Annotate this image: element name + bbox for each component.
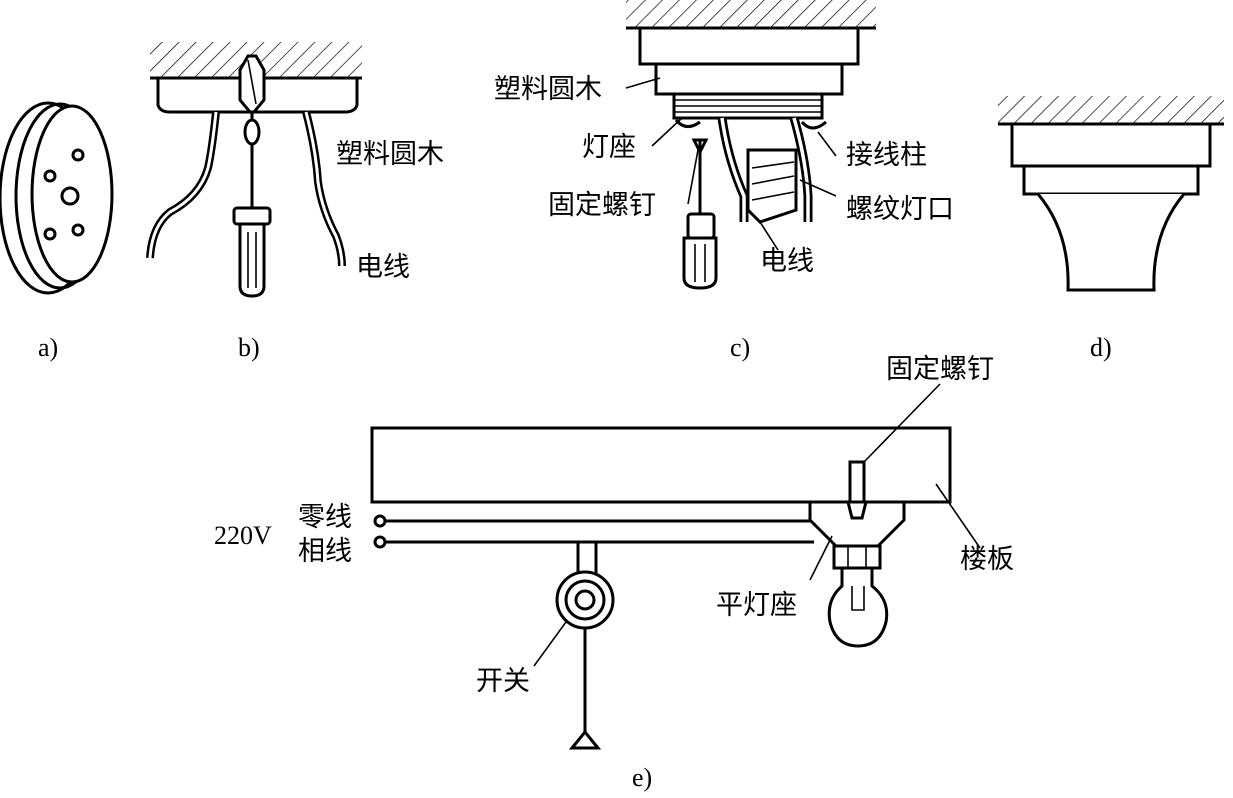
- label-wire-c: 电线: [760, 246, 814, 277]
- label-round-block-b: 塑料圆木: [336, 139, 444, 170]
- label-floor-slab: 楼板: [960, 544, 1014, 575]
- label-terminal-c: 接线柱: [846, 140, 927, 171]
- label-fixing-screw-c: 固定螺钉: [548, 190, 656, 221]
- figure-d-illustration: [998, 96, 1224, 292]
- label-wire-b: 电线: [356, 252, 410, 283]
- label-neutral: 零线: [298, 502, 352, 533]
- label-fixing-screw-e: 固定螺钉: [886, 354, 994, 385]
- label-phase: 相线: [298, 536, 352, 567]
- caption-e: e): [632, 763, 652, 792]
- label-screw-socket-c: 螺纹灯口: [846, 194, 954, 225]
- figure-e-diagram: [370, 383, 981, 750]
- label-lamp-holder-c: 灯座: [582, 132, 636, 163]
- mounting-holes: [43, 148, 85, 241]
- label-round-block-c: 塑料圆木: [494, 74, 602, 105]
- figure-b-illustration: [146, 42, 362, 298]
- caption-d: d): [1090, 333, 1112, 362]
- caption-b: b): [238, 333, 260, 362]
- label-voltage: 220V: [214, 521, 272, 550]
- label-flat-holder: 平灯座: [716, 590, 797, 621]
- figure-a-round-block: [0, 101, 114, 295]
- caption-c: c): [730, 333, 750, 362]
- label-switch: 开关: [476, 666, 530, 697]
- figure-c-illustration: [625, 0, 876, 290]
- caption-a: a): [38, 333, 58, 362]
